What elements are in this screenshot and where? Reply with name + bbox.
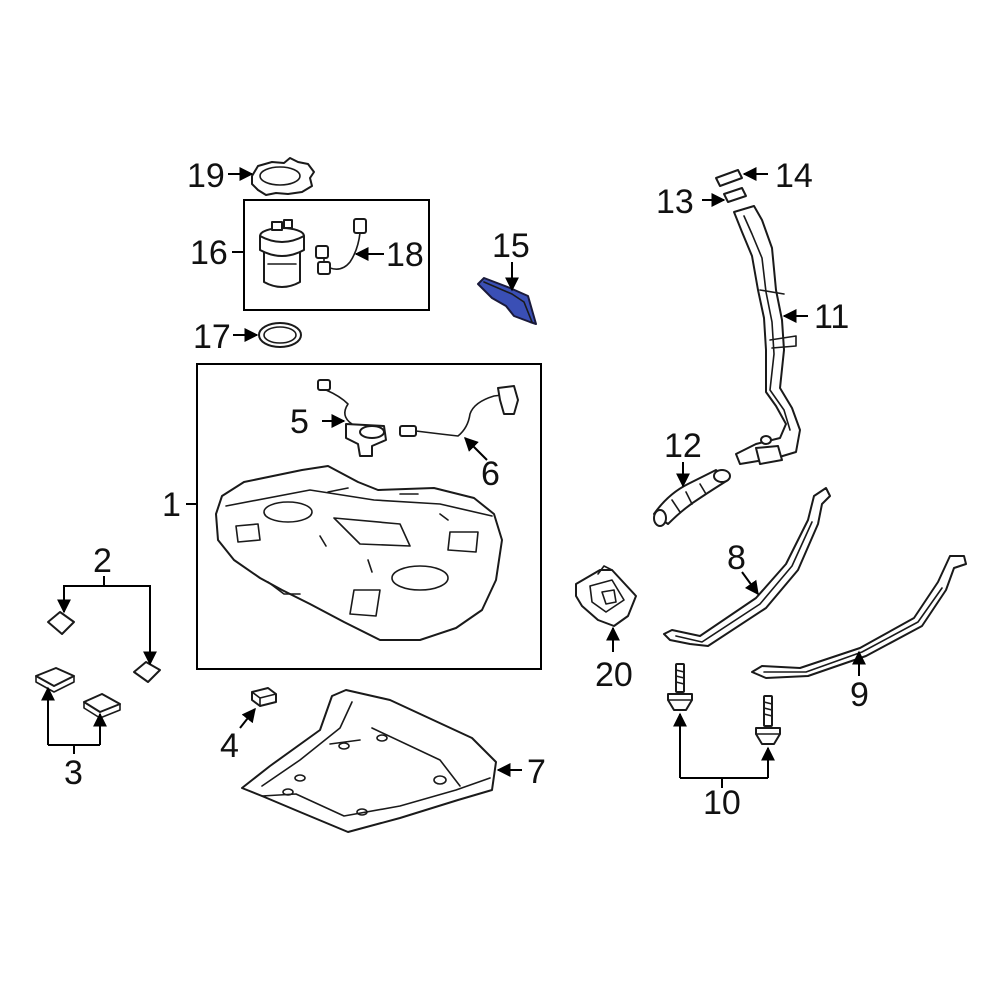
callout-14: 14: [775, 157, 813, 195]
part-20-bracket[interactable]: [575, 565, 637, 627]
callout-3: 3: [64, 754, 83, 792]
part-6-wiring[interactable]: [399, 385, 519, 437]
part-16-fuel-pump[interactable]: [259, 219, 305, 288]
highlighted-part: [477, 277, 537, 325]
callout-11: 11: [814, 298, 849, 336]
part-14-clip[interactable]: [715, 169, 743, 187]
callout-4: 4: [220, 727, 239, 765]
part-17-gasket[interactable]: [258, 322, 302, 348]
part-15-heat-shield[interactable]: [477, 277, 537, 325]
callout-5: 5: [290, 403, 309, 441]
pump-kit-box: [243, 199, 430, 311]
part-13-clip[interactable]: [723, 187, 747, 203]
callout-18: 18: [386, 236, 424, 274]
part-2-pad-b[interactable]: [133, 661, 161, 683]
part-11-filler-pipe[interactable]: [733, 205, 801, 465]
part-4-clip[interactable]: [251, 687, 277, 707]
callout-8: 8: [727, 539, 746, 577]
fuel-tank-assembly-box: [196, 363, 542, 670]
callout-20: 20: [595, 656, 633, 694]
part-10-bolt-a[interactable]: [667, 663, 693, 711]
part-18-wiring-harness[interactable]: [315, 218, 367, 275]
callout-16: 16: [190, 234, 228, 272]
part-12-hose[interactable]: [653, 469, 731, 527]
callout-7: 7: [527, 753, 546, 791]
callout-13: 13: [656, 183, 694, 221]
callout-15: 15: [492, 227, 530, 265]
part-2-pad-a[interactable]: [47, 611, 75, 635]
part-19-lock-ring[interactable]: [251, 157, 315, 196]
part-5-fuel-sender[interactable]: [317, 379, 387, 457]
part-10-bolt-b[interactable]: [755, 695, 781, 745]
part-7-shield[interactable]: [241, 689, 497, 833]
part-8-strap[interactable]: [663, 487, 831, 647]
part-3-pad-b[interactable]: [83, 693, 121, 719]
callout-1: 1: [162, 486, 181, 524]
callout-19: 19: [187, 157, 225, 195]
part-3-pad-a[interactable]: [35, 667, 75, 693]
callout-2: 2: [93, 542, 112, 580]
callout-9: 9: [850, 676, 869, 714]
callout-6: 6: [481, 455, 500, 493]
callout-17: 17: [193, 318, 231, 356]
callout-10: 10: [703, 784, 741, 822]
fuel-tank[interactable]: [215, 465, 503, 641]
callout-12: 12: [664, 427, 702, 465]
